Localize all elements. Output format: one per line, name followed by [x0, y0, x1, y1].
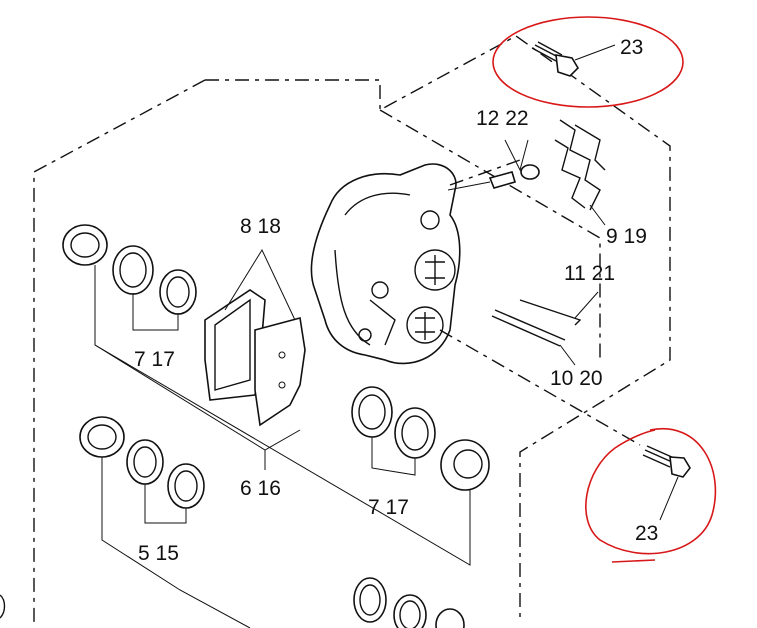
- leader-23-bottom: [659, 476, 679, 521]
- leader-8-18: [224, 248, 296, 321]
- assembly-boundary: [33, 35, 671, 622]
- seal-middle-right-1: [351, 386, 393, 438]
- seal-lower-left-2: [167, 463, 205, 509]
- leader-piston-long: [94, 344, 471, 566]
- highlight-circle-bottom: [585, 427, 717, 563]
- seal-upper-left-1: [112, 245, 154, 295]
- leader-12-22: [504, 139, 529, 172]
- leader-7-17-top: [132, 293, 179, 331]
- callout-8-18: 8 18: [240, 215, 281, 238]
- callout-6-16: 6 16: [240, 477, 281, 500]
- callout-7-17-bottom: 7 17: [368, 496, 409, 519]
- leader-9-19: [589, 204, 606, 226]
- callout-7-17-top: 7 17: [134, 348, 175, 371]
- callout-12-22: 12 22: [476, 107, 529, 130]
- leader-23-top: [574, 44, 616, 61]
- leader-7-17-bottom: [371, 437, 416, 476]
- highlight-circle-top: [492, 16, 684, 108]
- callout-11-21: 11 21: [564, 262, 615, 285]
- callout-9-19: 9 19: [606, 225, 647, 248]
- seal-bottom-1: [353, 577, 387, 623]
- seal-bottom-2: [393, 594, 427, 628]
- callout-10-20: 10 20: [550, 367, 603, 390]
- pad-spring: [554, 119, 606, 211]
- leader-bleeder-to-body: [447, 181, 491, 191]
- center-line: [439, 159, 641, 446]
- bolt-23-bottom: [642, 445, 691, 478]
- leader-10-20: [559, 344, 576, 366]
- edge-fragment-left: [0, 594, 6, 619]
- seal-lower-left-1: [126, 439, 164, 485]
- pad-pin: [491, 299, 582, 347]
- leader-5-15: [144, 484, 187, 524]
- piston-middle-right: [440, 439, 490, 491]
- assembly-boundary-inner: [379, 109, 601, 360]
- bolt-23-top: [531, 41, 580, 77]
- callout-23-top: 23: [620, 36, 643, 59]
- bleeder-screw: [488, 164, 540, 189]
- leader-6-16: [94, 265, 301, 451]
- brake-pad-front: [204, 289, 266, 401]
- leader-5-15-long: [101, 457, 251, 628]
- piston-upper-left: [62, 224, 108, 266]
- leader-11-21: [574, 291, 599, 319]
- piston-lower-left: [79, 416, 125, 458]
- callout-23-bottom: 23: [635, 522, 658, 545]
- seal-middle-right-2: [394, 407, 436, 459]
- seal-upper-left-2: [159, 269, 197, 315]
- seal-bottom-3: [435, 608, 465, 628]
- callout-5-15: 5 15: [138, 542, 179, 565]
- brake-pad-back: [254, 316, 306, 427]
- caliper-body: [310, 163, 461, 365]
